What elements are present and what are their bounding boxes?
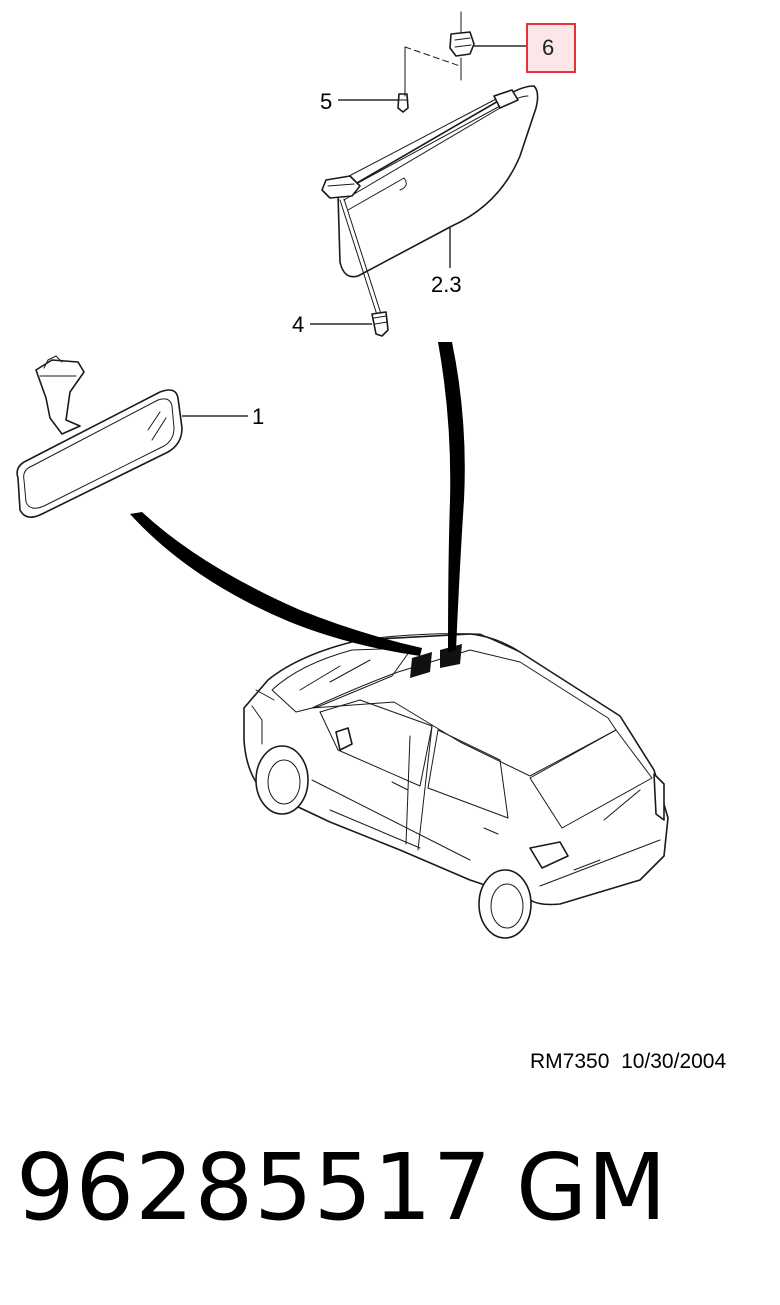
screw-4-assembly — [339, 198, 389, 337]
brand-name: GM — [516, 1134, 667, 1241]
sun-visor-assembly — [321, 85, 539, 278]
callout-1: 1 — [252, 404, 264, 429]
drawing-reference: RM7350 10/30/2004 — [530, 1050, 726, 1074]
callout-2-3: 2.3 — [431, 272, 462, 297]
callout-5: 5 — [320, 89, 332, 114]
drawing-date: 10/30/2004 — [621, 1050, 727, 1073]
drawing-ref-code: RM7350 — [530, 1050, 610, 1073]
rear-view-mirror — [16, 355, 183, 518]
screw-5 — [397, 93, 409, 113]
callout-6: 6 — [542, 35, 554, 60]
car-illustration — [243, 633, 669, 939]
part-number: 96285517 — [16, 1134, 493, 1241]
locator-swoosh-visor — [438, 342, 465, 652]
callout-4: 4 — [292, 312, 304, 337]
locator-swoosh-mirror — [130, 512, 422, 656]
visor-clip-6 — [404, 11, 475, 97]
callout-6-highlight-box[interactable] — [526, 23, 576, 73]
